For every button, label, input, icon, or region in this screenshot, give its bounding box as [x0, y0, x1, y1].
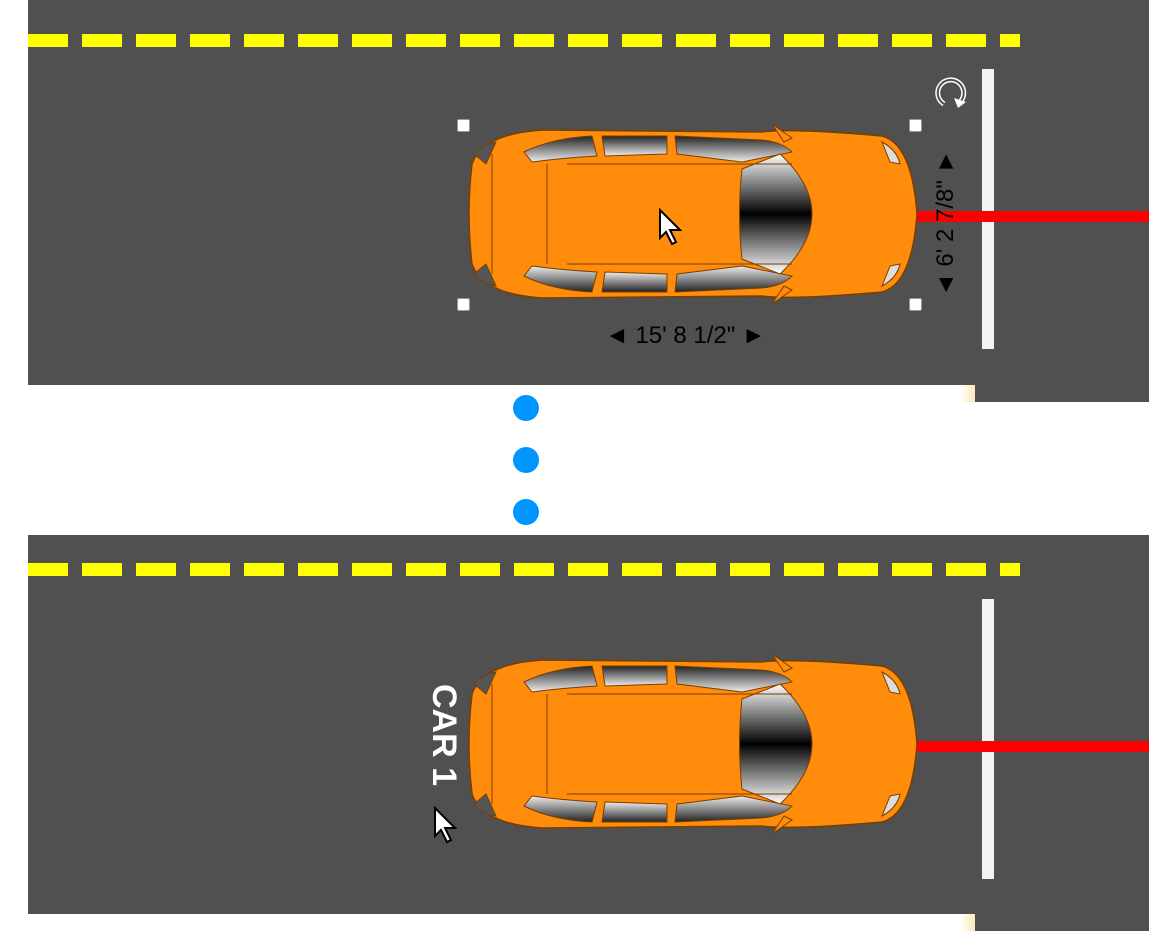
stop-line: [982, 599, 994, 879]
resize-handle-top-left[interactable]: [457, 119, 470, 132]
resize-handle-bottom-left[interactable]: [457, 298, 470, 311]
lane-divider-dashes: [28, 34, 1020, 47]
separator-dot: [513, 395, 539, 421]
resize-handle-bottom-right[interactable]: [909, 298, 922, 311]
length-dimension-label: ◄ 15' 8 1/2" ►: [605, 322, 766, 349]
panel-edge-glow: [960, 385, 975, 402]
mouse-cursor-icon: [434, 806, 458, 844]
car[interactable]: [462, 654, 920, 834]
separator-dot: [513, 499, 539, 525]
panel-edge-glow: [960, 914, 975, 931]
car-selected[interactable]: [462, 124, 920, 304]
mouse-cursor-icon: [659, 208, 683, 246]
car-label: CAR 1: [425, 684, 463, 787]
red-reference-line: [917, 741, 1149, 752]
rotate-icon[interactable]: [930, 72, 972, 110]
lane-divider-dashes: [28, 563, 1020, 576]
red-reference-line: [917, 211, 1149, 222]
width-dimension-label: ◄ 6' 2 7/8" ►: [932, 149, 959, 297]
resize-handle-top-right[interactable]: [909, 119, 922, 132]
road-bottom-extension: [975, 535, 1149, 931]
road-top-extension: [975, 0, 1149, 402]
separator-dot: [513, 447, 539, 473]
stop-line: [982, 69, 994, 349]
